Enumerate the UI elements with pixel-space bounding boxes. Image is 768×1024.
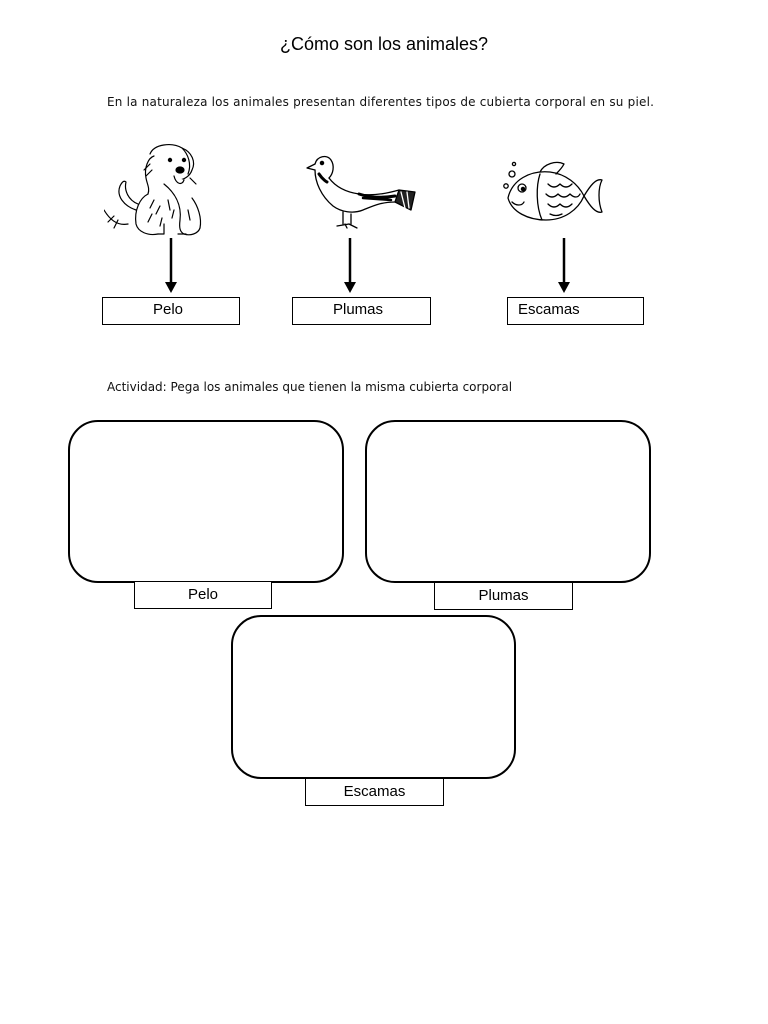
paste-label-pelo: Pelo	[134, 581, 272, 609]
activity-instructions: Actividad: Pega los animales que tienen …	[107, 380, 513, 394]
arrow-down-icon	[165, 238, 177, 293]
fish-icon	[503, 161, 603, 221]
plumas-label: Plumas	[292, 297, 431, 325]
arrow-down-icon	[344, 238, 356, 293]
dog-icon	[104, 144, 202, 236]
bird-icon	[306, 155, 416, 229]
arrow-down-icon	[558, 238, 570, 293]
paste-area-escamas[interactable]	[231, 615, 516, 779]
paste-area-pelo[interactable]	[68, 420, 344, 583]
paste-label-escamas: Escamas	[305, 778, 444, 806]
page-title: ¿Cómo son los animales?	[279, 34, 489, 54]
escamas-label: Escamas	[507, 297, 644, 325]
pelo-label: Pelo	[102, 297, 240, 325]
intro-text: En la naturaleza los animales presentan …	[107, 95, 655, 109]
paste-area-plumas[interactable]	[365, 420, 651, 583]
paste-label-plumas: Plumas	[434, 582, 573, 610]
